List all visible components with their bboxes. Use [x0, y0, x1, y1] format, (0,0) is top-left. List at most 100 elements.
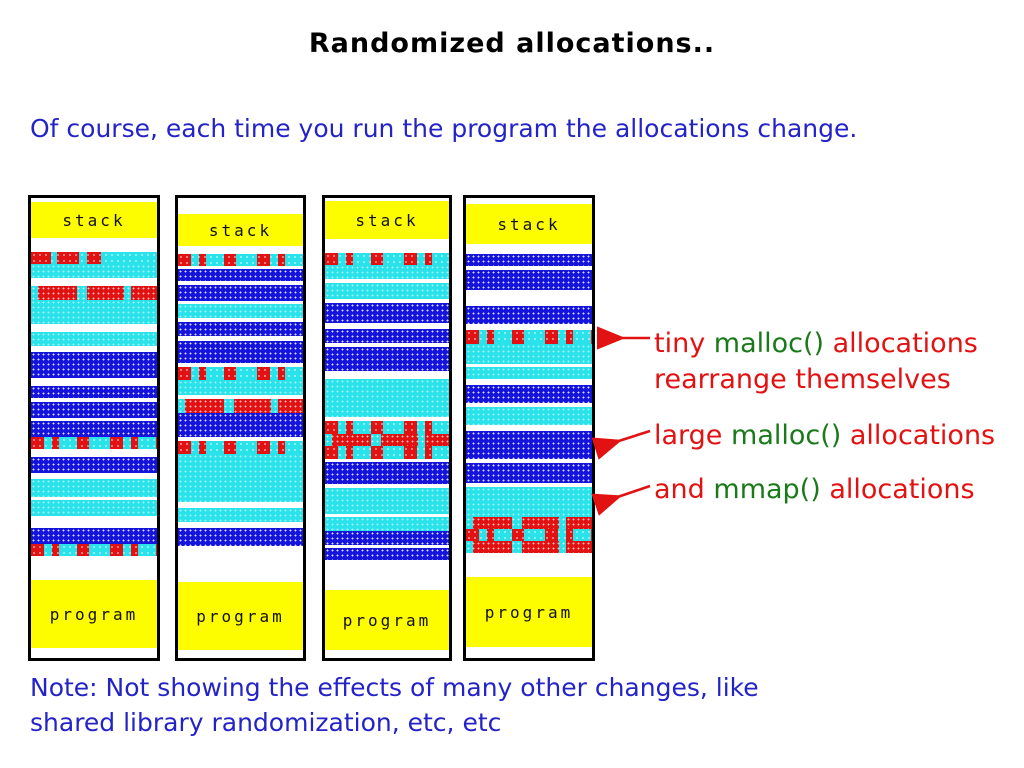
- band-gap: [31, 378, 157, 386]
- band-gap: [466, 244, 592, 254]
- note-line-1: Note: Not showing the effects of many ot…: [30, 673, 759, 702]
- band-tinyred: [325, 434, 449, 446]
- band-blue: [178, 413, 303, 437]
- memory-map-run-1: stack program: [28, 195, 160, 661]
- band-gap: [466, 647, 592, 655]
- band-blue: [178, 528, 303, 546]
- annotation-text-line2: rearrange themselves: [654, 364, 951, 395]
- band-gap: [178, 395, 303, 399]
- band-blue: [466, 270, 592, 290]
- band-tiny: [325, 446, 449, 459]
- arrow-large-malloc: [591, 429, 651, 460]
- band-gap: [466, 425, 592, 431]
- band-gap: [178, 336, 303, 341]
- slide-title: Randomized allocations..: [308, 28, 716, 59]
- band-program: program: [31, 580, 157, 648]
- band-cyan: [31, 264, 157, 278]
- band-cyan: [325, 488, 449, 514]
- program-label: program: [342, 610, 432, 630]
- band-gap: [325, 371, 449, 379]
- band-gap: [31, 648, 157, 656]
- annotation-code: malloc(): [731, 420, 842, 451]
- band-cyan: [31, 500, 157, 516]
- band-cyan: [31, 479, 157, 497]
- band-gap: [325, 459, 449, 462]
- band-program: program: [466, 577, 592, 647]
- band-cyan: [466, 367, 592, 379]
- band-cyan: [325, 265, 449, 279]
- band-gap: [31, 198, 157, 202]
- band-cyan: [178, 304, 303, 318]
- band-cyan: [31, 332, 157, 346]
- band-cyan: [325, 379, 449, 417]
- band-gap: [178, 318, 303, 322]
- band-gap: [178, 246, 303, 254]
- band-tinyred: [178, 399, 303, 413]
- annotation-text: allocations: [820, 474, 975, 505]
- band-blue: [178, 285, 303, 301]
- program-label: program: [196, 606, 285, 626]
- band-blue: [178, 322, 303, 336]
- band-stack: stack: [325, 201, 449, 239]
- band-cyan: [31, 300, 157, 324]
- band-blue: [325, 347, 449, 371]
- band-cyan: [325, 283, 449, 299]
- band-blue: [31, 386, 157, 398]
- band-blue: [325, 329, 449, 343]
- band-gap: [31, 278, 157, 286]
- band-gap: [178, 281, 303, 285]
- band-gap: [178, 502, 303, 508]
- band-cyan: [466, 487, 592, 517]
- stack-label: stack: [208, 220, 273, 240]
- band-blue: [31, 457, 157, 473]
- band-gap: [31, 238, 157, 252]
- band-gap: [466, 324, 592, 330]
- band-blue: [325, 303, 449, 323]
- annotation-text: tiny: [654, 328, 714, 359]
- annotation-text: allocations: [841, 420, 996, 451]
- band-cyan: [178, 508, 303, 522]
- band-cyan: [325, 517, 449, 531]
- memory-map-run-2: stack program: [175, 195, 306, 661]
- band-gap: [325, 343, 449, 347]
- band-gap: [325, 560, 449, 590]
- band-blue: [466, 306, 592, 324]
- band-blue: [31, 528, 157, 544]
- band-blue: [466, 431, 592, 459]
- band-blue: [31, 352, 157, 378]
- band-blue: [466, 254, 592, 266]
- band-blue: [466, 463, 592, 483]
- band-gap: [325, 323, 449, 329]
- band-blue: [31, 421, 157, 437]
- band-gap: [325, 299, 449, 303]
- band-tiny: [466, 529, 592, 541]
- band-gap: [178, 546, 303, 582]
- band-gap: [31, 418, 157, 421]
- band-blue: [325, 531, 449, 545]
- band-tiny: [178, 441, 303, 454]
- annotation-mmap: and mmap() allocations: [654, 472, 975, 508]
- memory-map-run-3: stack program: [322, 195, 452, 661]
- band-cyan: [466, 344, 592, 364]
- band-tinyred: [466, 541, 592, 553]
- band-cyan: [178, 380, 303, 395]
- band-gap: [466, 364, 592, 367]
- band-gap: [31, 556, 157, 580]
- band-gap: [178, 522, 303, 528]
- band-gap: [31, 398, 157, 402]
- band-stack: stack: [31, 202, 157, 238]
- band-tiny: [31, 437, 157, 449]
- band-program: program: [325, 590, 449, 650]
- stack-label: stack: [355, 210, 419, 230]
- band-gap: [178, 266, 303, 269]
- band-tiny: [325, 253, 449, 265]
- band-tinyred: [31, 286, 157, 300]
- band-gap: [31, 449, 157, 457]
- annotation-text: and: [654, 474, 714, 505]
- band-blue: [325, 462, 449, 484]
- band-gap: [325, 650, 449, 657]
- band-blue: [31, 402, 157, 418]
- band-gap: [31, 497, 157, 500]
- note-text: Note: Not showing the effects of many ot…: [30, 670, 759, 740]
